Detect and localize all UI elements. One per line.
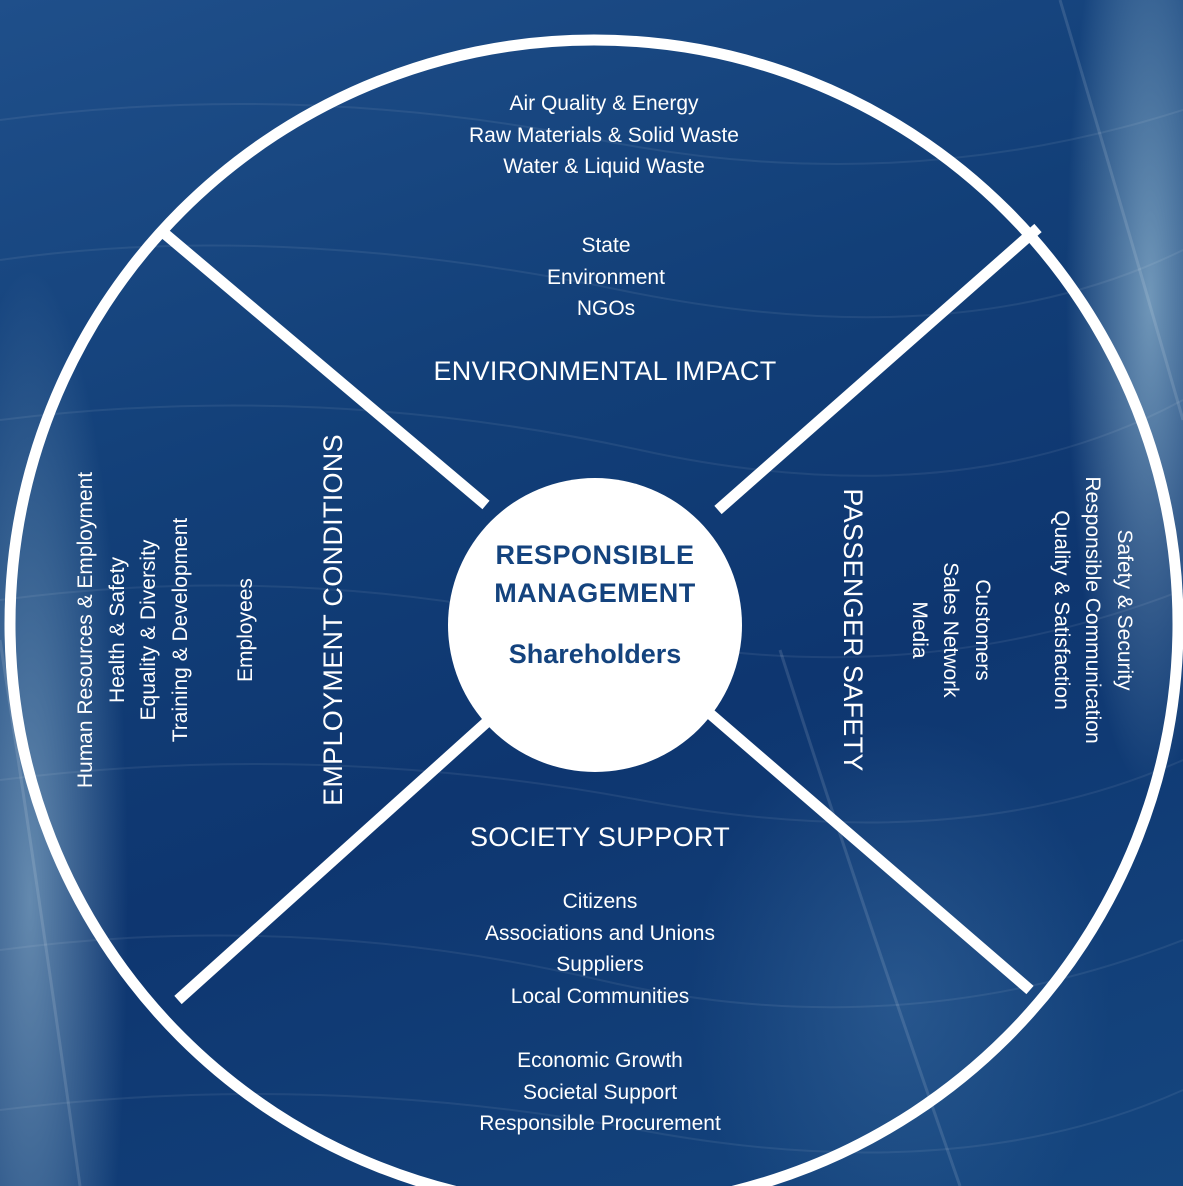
employment-topics: Human Resources & Employment Health & Sa…: [70, 410, 196, 850]
divider-bottom-left: [174, 707, 502, 1005]
list-item: Societal Support: [522, 1080, 678, 1104]
list-item: NGOs: [576, 297, 636, 320]
environmental-stakeholders: State Environment NGOs: [456, 230, 756, 325]
list-item: Equality & Diversity: [137, 539, 160, 721]
center-title-line-1: RESPONSIBLE: [495, 540, 695, 570]
list-item: Quality & Satisfaction: [1050, 510, 1073, 710]
list-item: Economic Growth: [517, 1049, 683, 1072]
list-item: Employees: [234, 578, 257, 682]
list-item: Air Quality & Energy: [509, 92, 699, 115]
list-item: Citizens: [562, 890, 638, 913]
list-item: Safety & Security: [1113, 529, 1136, 691]
passenger-stakeholders: Customers Sales Network Media: [904, 430, 999, 830]
list-item: Water & Liquid Waste: [503, 155, 705, 178]
center-title-line-2: MANAGEMENT: [494, 578, 696, 608]
outer-ring: [4, 34, 1183, 1186]
list-item: Responsible Communication: [1081, 476, 1105, 744]
environmental-heading: ENVIRONMENTAL IMPACT: [433, 356, 777, 386]
list-item: Customers: [971, 579, 994, 681]
list-item: Health & Safety: [105, 557, 129, 703]
list-item: Suppliers: [556, 953, 644, 976]
list-item: Associations and Unions: [485, 921, 715, 945]
environmental-topics: Air Quality & Energy Raw Materials & Sol…: [394, 88, 814, 183]
list-item: State: [581, 234, 631, 257]
list-item: Human Resources & Employment: [74, 471, 97, 789]
society-heading: SOCIETY SUPPORT: [469, 822, 731, 852]
society-stakeholders: Citizens Associations and Unions Supplie…: [400, 886, 800, 1012]
divider-bottom-right: [704, 707, 1034, 995]
list-item: Responsible Procurement: [479, 1112, 721, 1135]
divider-top-right: [714, 223, 1042, 515]
list-item: Environment: [547, 265, 665, 289]
center-disc: [448, 478, 742, 772]
passenger-topics: Safety & Security Responsible Communicat…: [1046, 400, 1141, 820]
list-item: Raw Materials & Solid Waste: [469, 123, 739, 147]
center-title: RESPONSIBLE MANAGEMENT: [448, 536, 742, 612]
list-item: Local Communities: [510, 984, 690, 1008]
society-topics: Economic Growth Societal Support Respons…: [400, 1045, 800, 1140]
employment-heading: EMPLOYMENT CONDITIONS: [318, 434, 348, 806]
employment-stakeholders: Employees: [230, 440, 262, 820]
list-item: Training & Development: [168, 517, 192, 743]
divider-top-left: [154, 223, 490, 510]
passenger-heading: PASSENGER SAFETY: [838, 488, 868, 772]
list-item: Sales Network: [939, 562, 963, 698]
center-subtitle: Shareholders: [508, 639, 682, 669]
list-item: Media: [908, 601, 931, 659]
